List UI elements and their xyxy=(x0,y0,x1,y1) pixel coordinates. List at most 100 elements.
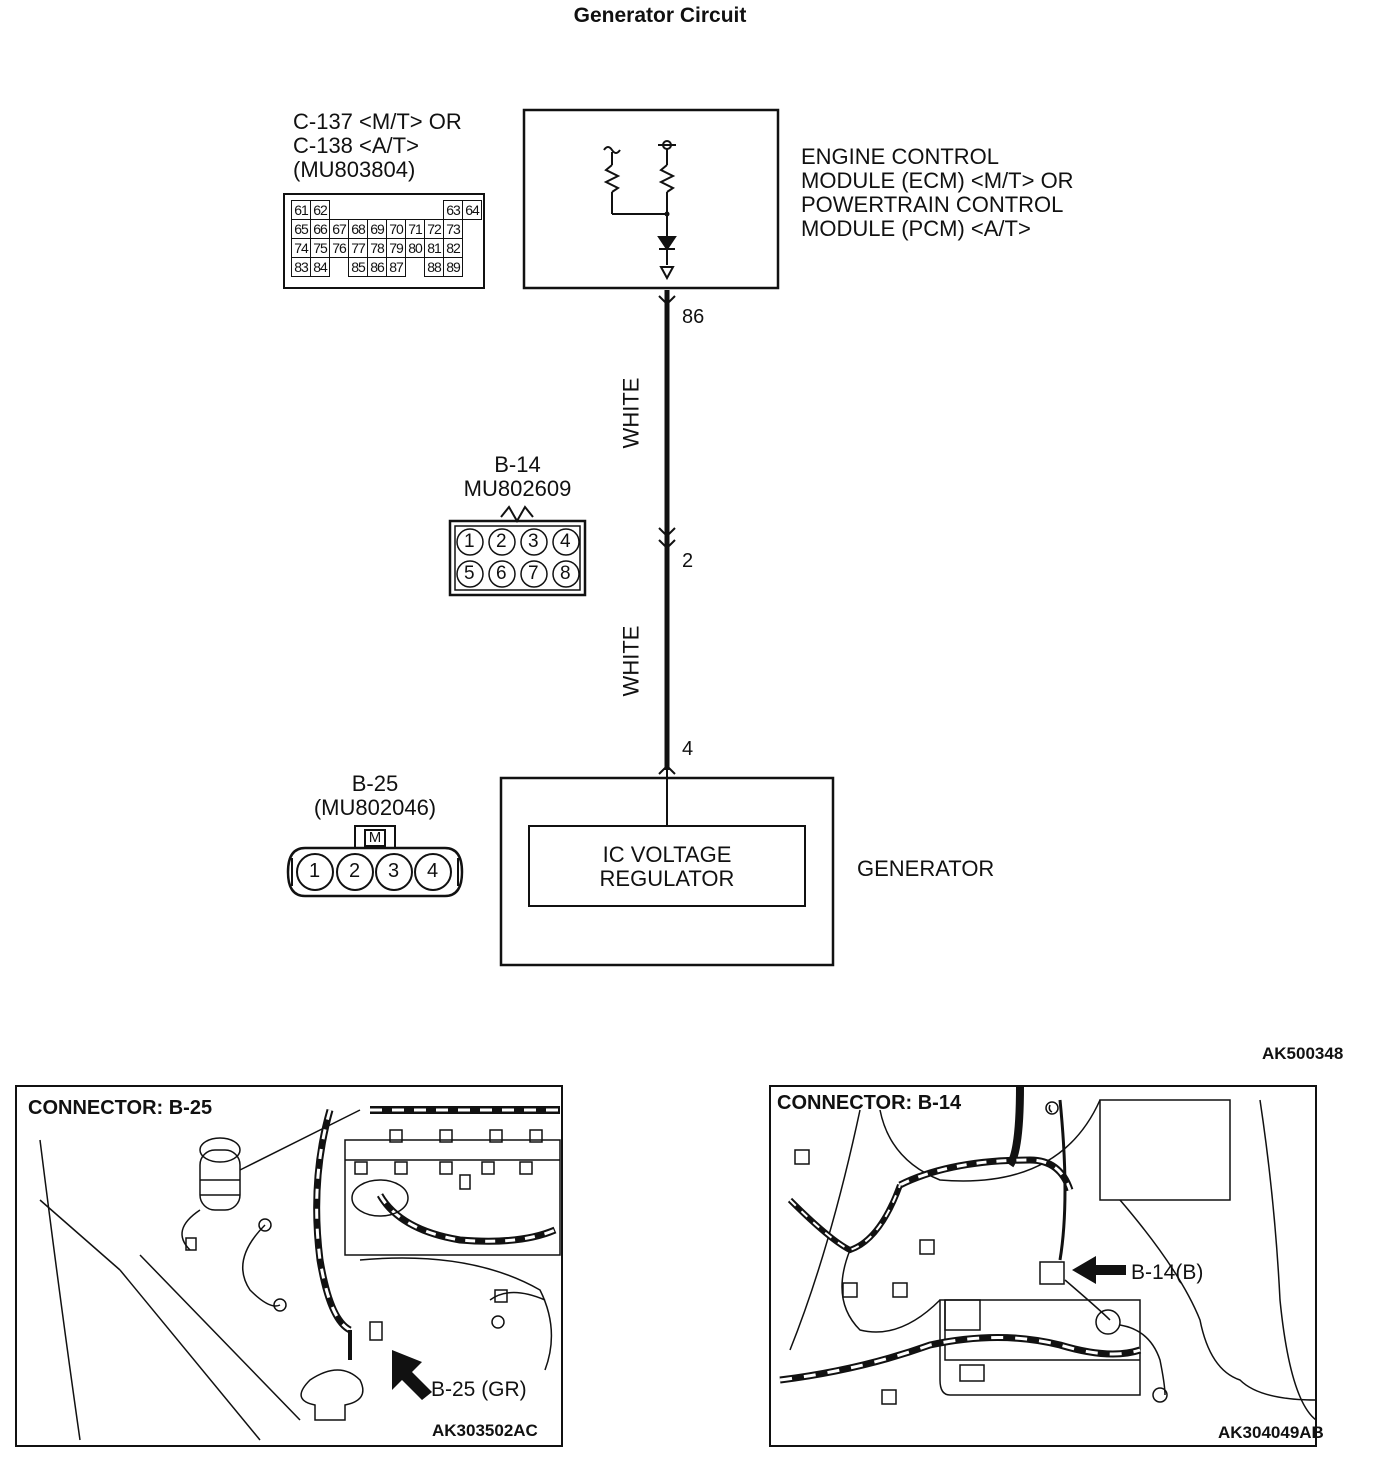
gen-pin-mark xyxy=(658,764,676,775)
callout-b14: B-14(B) xyxy=(1131,1261,1204,1284)
b14-pins: 1 2 3 4 5 6 7 8 xyxy=(457,529,582,593)
ecm-internal-circuit xyxy=(603,140,677,281)
b14-pin: 7 xyxy=(528,563,539,584)
ecm-pin-cell: 85 xyxy=(348,257,368,277)
b25-callout-arrow xyxy=(392,1350,432,1400)
ecm-pin-cell: 64 xyxy=(462,200,482,220)
b25-connector-drawing xyxy=(286,825,464,898)
callout-b25: B-25 (GR) xyxy=(431,1378,527,1401)
ecm-pin-cell xyxy=(406,201,425,220)
b14-pin: 2 xyxy=(496,531,507,552)
ecm-pin-cell xyxy=(387,201,406,220)
ecm-pin-cell: 86 xyxy=(367,257,387,277)
ecm-pin-number: 86 xyxy=(682,306,705,328)
ecm-pin-cell: 80 xyxy=(405,238,425,258)
ecm-pin-cell: 74 xyxy=(291,238,311,258)
regulator-label-line: IC VOLTAGE xyxy=(602,842,732,867)
b14-callout-arrow xyxy=(1072,1256,1126,1284)
b14-pin: 5 xyxy=(464,563,475,584)
photo-ref-b25: AK303502AC xyxy=(432,1421,538,1440)
ecm-pin-cell xyxy=(330,201,349,220)
ecm-pin-cell xyxy=(330,258,349,277)
b25-pin: 1 xyxy=(309,860,321,882)
b25-pin: 3 xyxy=(388,860,400,882)
ecm-label: ENGINE CONTROL MODULE (ECM) <M/T> OR POW… xyxy=(801,145,1074,241)
ecm-pin-cell: 68 xyxy=(348,219,368,239)
b14-label-line: MU802609 xyxy=(463,476,572,501)
ecm-pin-cell: 89 xyxy=(443,257,463,277)
b25-label-line: B-25 xyxy=(351,771,399,796)
b25-pins: 1 2 3 4 xyxy=(288,860,462,886)
b14-pin: 4 xyxy=(560,531,571,552)
photo-ref-b14: AK304049AB xyxy=(1218,1423,1324,1442)
ecm-pin-cell xyxy=(349,201,368,220)
ecm-pin-cell xyxy=(406,258,425,277)
ecm-pin-cell xyxy=(425,201,444,220)
b25-engine-sketch xyxy=(39,1106,561,1441)
ecm-pin-cell: 77 xyxy=(348,238,368,258)
ecm-connector-label: C-137 <M/T> OR C-138 <A/T> (MU803804) xyxy=(293,110,462,182)
b25-pin: 2 xyxy=(349,860,361,882)
photo-title-b14: CONNECTOR: B-14 xyxy=(777,1092,962,1114)
ecm-pin-cell: 67 xyxy=(329,219,349,239)
generator-box xyxy=(499,776,835,967)
ecm-connector-line: C-137 <M/T> OR xyxy=(293,109,462,134)
ecm-label-line: ENGINE CONTROL xyxy=(801,144,1000,169)
b14-label: B-14 MU802609 xyxy=(450,453,585,501)
b14-pin-number: 2 xyxy=(682,550,694,572)
photo-frame-b14 xyxy=(769,1085,1317,1447)
ecm-pin-cell: 63 xyxy=(443,200,463,220)
b14-pin-mark xyxy=(658,539,676,550)
ecm-pin-cell: 69 xyxy=(367,219,387,239)
ecm-label-line: MODULE (ECM) <M/T> OR xyxy=(801,168,1074,193)
generator-label: GENERATOR xyxy=(857,856,995,881)
ecm-pin-cell: 81 xyxy=(424,238,444,258)
b25-label-line: (MU802046) xyxy=(313,795,437,820)
ecm-connector-line: (MU803804) xyxy=(293,157,416,182)
wire-color-label: WHITE xyxy=(618,377,644,449)
ecm-pin-cell: 79 xyxy=(386,238,406,258)
ecm-pin-cell: 82 xyxy=(443,238,463,258)
ecm-box xyxy=(522,108,780,290)
ecm-pin-cell: 62 xyxy=(310,200,330,220)
b25-pin: 4 xyxy=(427,860,439,882)
figure-ref: AK500348 xyxy=(1262,1044,1344,1063)
ecm-pin-cell: 61 xyxy=(291,200,311,220)
ecm-pin-cell: 87 xyxy=(386,257,406,277)
ecm-pin-cell: 72 xyxy=(424,219,444,239)
b14-connector-drawing xyxy=(448,505,587,597)
ecm-pin-cell: 78 xyxy=(367,238,387,258)
ecm-label-line: MODULE (PCM) <A/T> xyxy=(801,216,1031,241)
regulator-label: IC VOLTAGE REGULATOR xyxy=(529,843,805,891)
photo-title-b25: CONNECTOR: B-25 xyxy=(28,1097,213,1119)
ecm-pin-cell: 84 xyxy=(310,257,330,277)
page-title: Generator Circuit xyxy=(573,4,747,27)
ecm-pin-cell: 66 xyxy=(310,219,330,239)
b14-engine-sketch xyxy=(779,1085,1317,1421)
wire-color-label: WHITE xyxy=(618,625,644,697)
regulator-box xyxy=(528,825,806,907)
ecm-pin-cell: 65 xyxy=(291,219,311,239)
ecm-pin-cell: 76 xyxy=(329,238,349,258)
generator-pin-number: 4 xyxy=(682,738,694,760)
regulator-label-line: REGULATOR xyxy=(599,866,735,891)
ecm-pin-cell: 71 xyxy=(405,219,425,239)
b14-label-line: B-14 xyxy=(494,452,541,477)
ecm-pin-cell: 88 xyxy=(424,257,444,277)
b14-pin: 1 xyxy=(464,531,475,552)
b25-label: B-25 (MU802046) xyxy=(290,772,460,820)
ecm-label-line: POWERTRAIN CONTROL xyxy=(801,192,1064,217)
ecm-pin-mark xyxy=(658,295,676,306)
ecm-pin-cell: 83 xyxy=(291,257,311,277)
b14-pin: 6 xyxy=(496,563,507,584)
b14-pin: 3 xyxy=(528,531,539,552)
b25-key: M xyxy=(368,829,382,846)
ecm-pin-cell: 75 xyxy=(310,238,330,258)
